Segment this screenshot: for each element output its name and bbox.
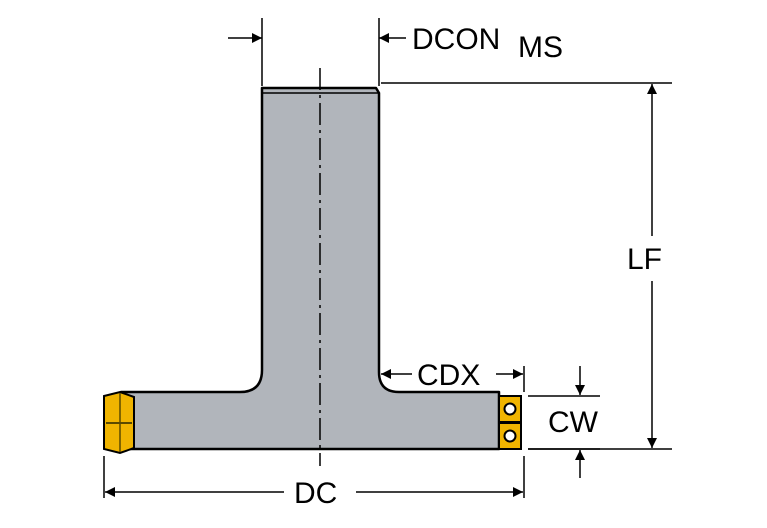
dc-label: DC [294,477,337,510]
lf-label: LF [627,243,662,276]
left-insert [103,390,135,455]
dcon-subscript-label: MS [518,31,563,64]
dcon-ms-dimension [228,18,406,86]
dcon-label: DCON [412,23,500,56]
dc-dimension [103,456,525,498]
cw-dimension [528,366,600,478]
cdx-label: CDX [417,359,480,392]
right-insert [498,395,522,450]
tool-body [119,86,501,451]
cdx-dimension [381,366,525,392]
cw-label: CW [548,406,599,439]
